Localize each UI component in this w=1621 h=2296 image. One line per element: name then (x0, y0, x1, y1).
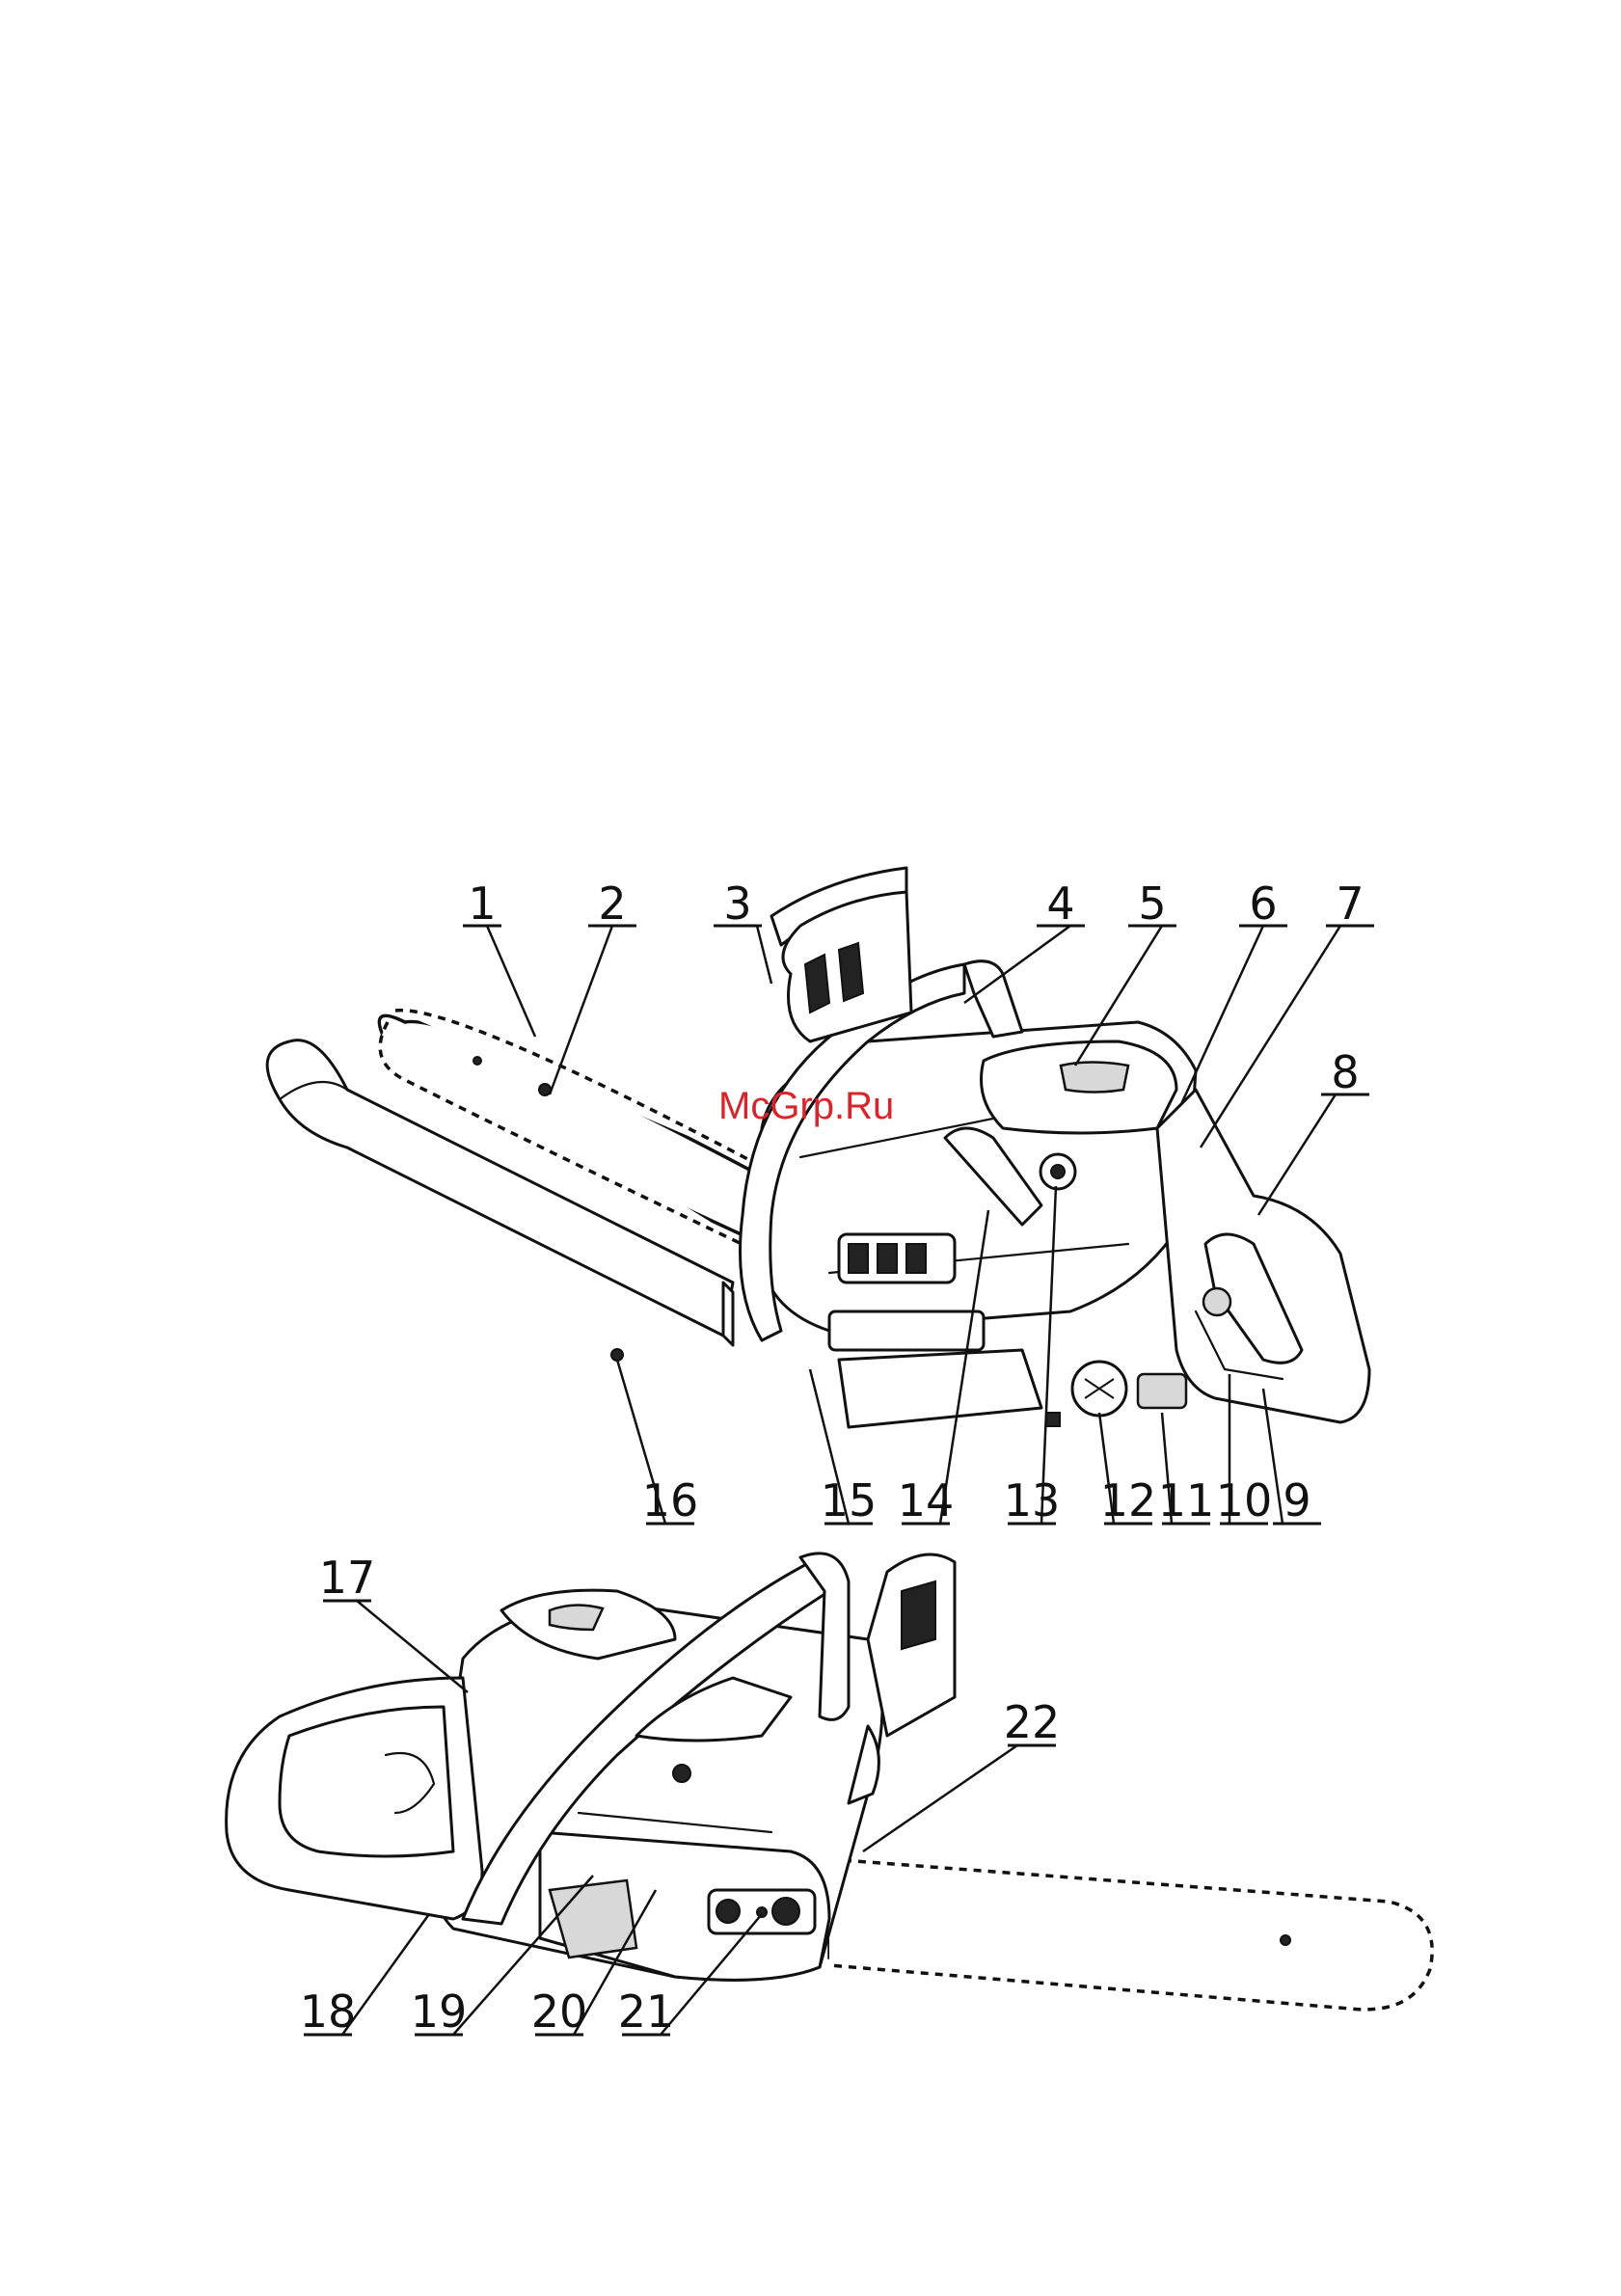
callout-5: 5 (1138, 878, 1166, 930)
callout-14: 14 (898, 1474, 955, 1526)
callout-4: 4 (1046, 878, 1074, 930)
guide-bar-bottom (829, 1859, 1432, 2010)
callout-12: 12 (1100, 1474, 1157, 1526)
callout-19: 19 (411, 1985, 468, 2038)
callout-17: 17 (319, 1552, 376, 1604)
callout-13: 13 (1004, 1474, 1061, 1526)
callout-1: 1 (468, 878, 496, 930)
callout-15: 15 (821, 1474, 878, 1526)
hand-guard-top (771, 868, 911, 1041)
callout-6: 6 (1249, 878, 1277, 930)
callout-3: 3 (723, 878, 751, 930)
callout-21: 21 (618, 1985, 675, 2038)
chainsaw-top-view: 1 2 3 4 5 6 7 8 9 10 11 12 13 14 15 16 M… (267, 868, 1374, 1526)
callout-8: 8 (1331, 1046, 1359, 1098)
chainsaw-bottom-view: 17 18 19 20 21 22 (227, 1552, 1433, 2038)
callout-2: 2 (598, 878, 626, 930)
callout-20: 20 (531, 1985, 588, 2038)
callout-10: 10 (1216, 1474, 1273, 1526)
callout-16: 16 (642, 1474, 699, 1526)
callout-9: 9 (1283, 1474, 1310, 1526)
watermark: McGrp.Ru (718, 1085, 894, 1127)
callout-18: 18 (300, 1985, 357, 2038)
callout-22: 22 (1004, 1696, 1061, 1748)
rear-handle-top (1157, 1090, 1369, 1422)
callout-7: 7 (1336, 878, 1364, 930)
callout-11: 11 (1158, 1474, 1215, 1526)
